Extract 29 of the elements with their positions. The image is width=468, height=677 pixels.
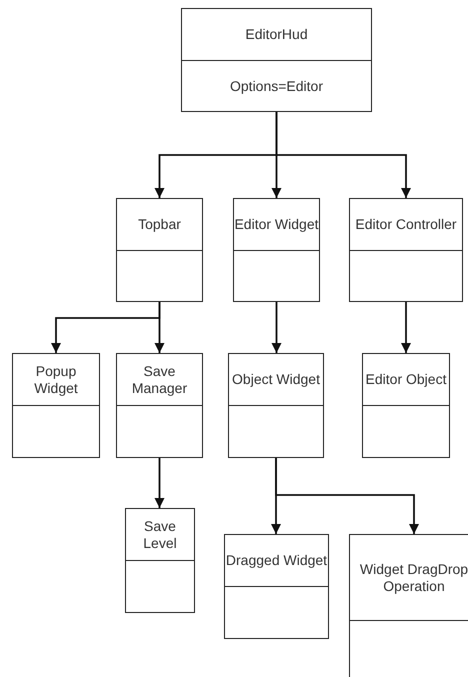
class-name: Dragged Widget: [226, 552, 328, 569]
arrow: [154, 302, 164, 353]
class-box: [181, 8, 372, 112]
class-box: [125, 508, 195, 613]
class-box: [116, 198, 203, 302]
arrow: [401, 302, 411, 353]
arrow: [275, 458, 419, 534]
class-name: Topbar: [138, 216, 181, 233]
class-box: [349, 534, 468, 677]
arrow: [272, 302, 282, 353]
class-box: [12, 353, 100, 458]
class-box: [224, 534, 329, 639]
class-name: Widget DragDrop Operation: [358, 560, 468, 594]
class-name: Save Manager: [130, 362, 188, 396]
class-name: Save Level: [142, 518, 178, 552]
arrow: [276, 112, 411, 198]
class-name: Editor Object: [366, 371, 446, 388]
class-box: [362, 353, 450, 458]
class-box: [233, 198, 320, 302]
arrow: [154, 458, 164, 508]
class-box: [116, 353, 203, 458]
class-name: EditorHud: [245, 26, 308, 43]
class-name: Popup Widget: [33, 362, 79, 396]
class-name: Editor Widget: [234, 216, 319, 233]
class-box: [349, 198, 463, 302]
class-attribute: Options=Editor: [230, 78, 323, 94]
class-name: Editor Controller: [355, 216, 457, 233]
class-name: Object Widget: [232, 371, 320, 388]
class-box: [228, 353, 324, 458]
